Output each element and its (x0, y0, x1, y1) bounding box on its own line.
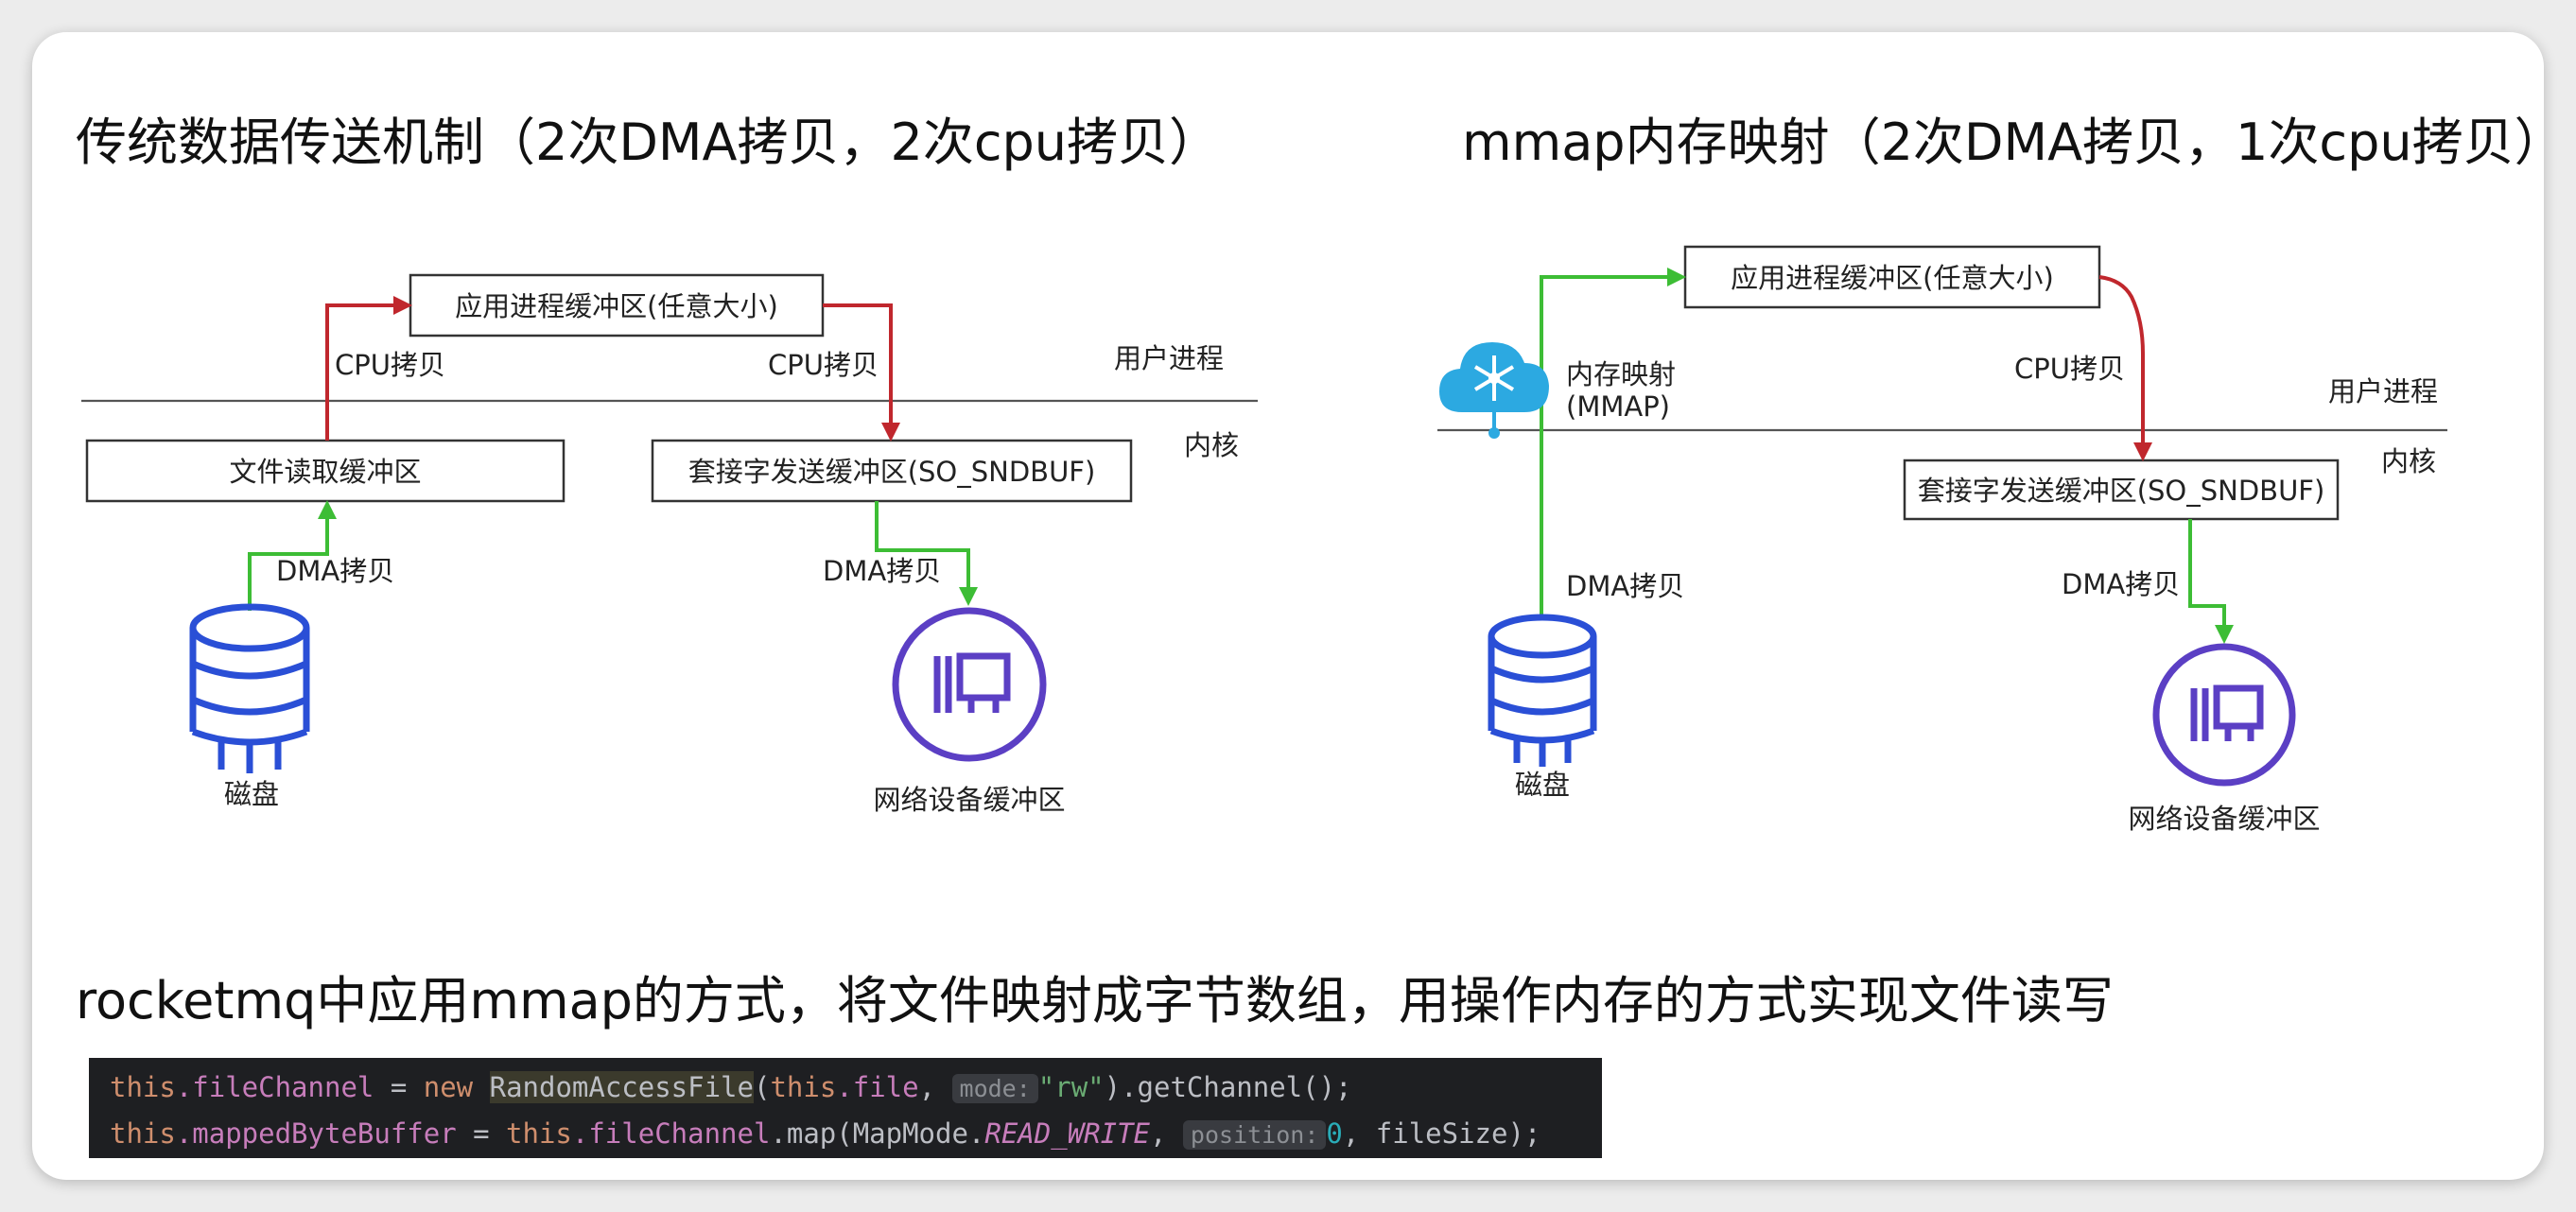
code-token: = (456, 1117, 507, 1150)
code-line-2: this.mappedByteBuffer = this.fileChannel… (110, 1111, 1602, 1157)
database-icon (1488, 614, 1597, 767)
slide-card: 传统数据传送机制（2次DMA拷贝，2次cpu拷贝） mmap内存映射（2次DMA… (32, 32, 2544, 1180)
app-buffer-label: 应用进程缓冲区(任意大小) (455, 290, 778, 322)
mmap-diagram: 用户进程 内核 应用进程缓冲区(任意大小) 套接字发送缓冲区(SO_SNDBUF… (1437, 245, 2447, 835)
code-token: this (770, 1071, 837, 1103)
parameter-hint: position: (1182, 1120, 1327, 1150)
code-token: this (110, 1117, 176, 1150)
kernel-label: 内核 (1184, 429, 1239, 461)
mmap-dma-arrow (1540, 268, 1686, 620)
dma-copy-label-1: DMA拷贝 (1566, 570, 1684, 602)
cpu-copy-label: CPU拷贝 (2014, 353, 2125, 385)
code-token: READ_WRITE (984, 1117, 1150, 1150)
socket-buffer-label: 套接字发送缓冲区(SO_SNDBUF) (688, 456, 1096, 488)
cpu-copy-label-1: CPU拷贝 (335, 349, 445, 381)
code-token: ).getChannel(); (1104, 1071, 1352, 1103)
code-token: this (110, 1071, 176, 1103)
code-snippet: this.fileChannel = new RandomAccessFile(… (89, 1058, 1602, 1158)
cpu-copy-arrow-up (325, 296, 412, 441)
mmap-heading: mmap内存映射（2次DMA拷贝，1次cpu拷贝） (1462, 113, 2544, 172)
code-token (473, 1071, 489, 1103)
cpu-copy-arrow-down (823, 303, 900, 442)
dma-copy-label-2: DMA拷贝 (2062, 568, 2180, 600)
code-token: .fileChannel (175, 1071, 374, 1103)
dma-copy-arrow-disk (248, 500, 337, 611)
network-card-icon (892, 607, 1047, 762)
dma-copy-arrow-nic (2188, 519, 2234, 644)
cloud-network-icon (1439, 342, 1549, 439)
code-token: .mappedByteBuffer (175, 1117, 457, 1150)
cpu-copy-arrow (2098, 275, 2152, 461)
user-space-label: 用户进程 (1114, 342, 1224, 374)
code-token: , (1150, 1117, 1183, 1150)
code-token: ( (753, 1071, 771, 1103)
socket-buffer-box (651, 439, 1133, 503)
dma-copy-label-2: DMA拷贝 (823, 555, 941, 587)
code-token: RandomAccessFile (489, 1071, 754, 1103)
traditional-heading: 传统数据传送机制（2次DMA拷贝，2次cpu拷贝） (76, 113, 1221, 172)
socket-buffer-box (1903, 459, 2340, 521)
code-token: 0 (1326, 1117, 1343, 1150)
socket-buffer-label: 套接字发送缓冲区(SO_SNDBUF) (1918, 475, 2325, 507)
code-token: "rw" (1037, 1071, 1105, 1103)
file-buffer-box (85, 439, 566, 503)
nic-label: 网络设备缓冲区 (873, 784, 1065, 816)
parameter-hint: mode: (951, 1074, 1038, 1103)
disk-label: 磁盘 (1515, 769, 1570, 801)
user-space-label: 用户进程 (2328, 375, 2438, 407)
network-card-icon (2152, 643, 2296, 787)
mmap-label-2: (MMAP) (1566, 390, 1670, 423)
code-token: this (506, 1117, 572, 1150)
code-token: , (918, 1071, 952, 1103)
code-token: new (423, 1071, 474, 1103)
dma-copy-arrow-nic (875, 501, 978, 606)
rocketmq-heading: rocketmq中应用mmap的方式，将文件映射成字节数组，用操作内存的方式实现… (76, 971, 2114, 1030)
code-token: .fileChannel (571, 1117, 771, 1150)
app-buffer-box (1683, 245, 2101, 309)
code-token: .map(MapMode. (770, 1117, 985, 1150)
dma-copy-label-1: DMA拷贝 (276, 555, 394, 587)
disk-label: 磁盘 (224, 778, 279, 810)
code-token: = (374, 1071, 424, 1103)
code-line-1: this.fileChannel = new RandomAccessFile(… (110, 1065, 1602, 1111)
traditional-diagram: 用户进程 内核 应用进程缓冲区(任意大小) 文件读取缓冲区 套接字发送缓冲区(S… (81, 273, 1258, 816)
file-buffer-label: 文件读取缓冲区 (229, 456, 421, 488)
database-icon (189, 603, 310, 773)
zero-copy-diagram: 用户进程 内核 应用进程缓冲区(任意大小) 文件读取缓冲区 套接字发送缓冲区(S… (81, 245, 2447, 835)
code-token: , fileSize); (1342, 1117, 1541, 1150)
nic-label: 网络设备缓冲区 (2128, 803, 2320, 835)
mmap-label-1: 内存映射 (1566, 358, 1676, 390)
app-buffer-label: 应用进程缓冲区(任意大小) (1731, 262, 2054, 294)
kernel-label: 内核 (2381, 445, 2436, 477)
cpu-copy-label-2: CPU拷贝 (768, 349, 879, 381)
code-token: .file (836, 1071, 919, 1103)
